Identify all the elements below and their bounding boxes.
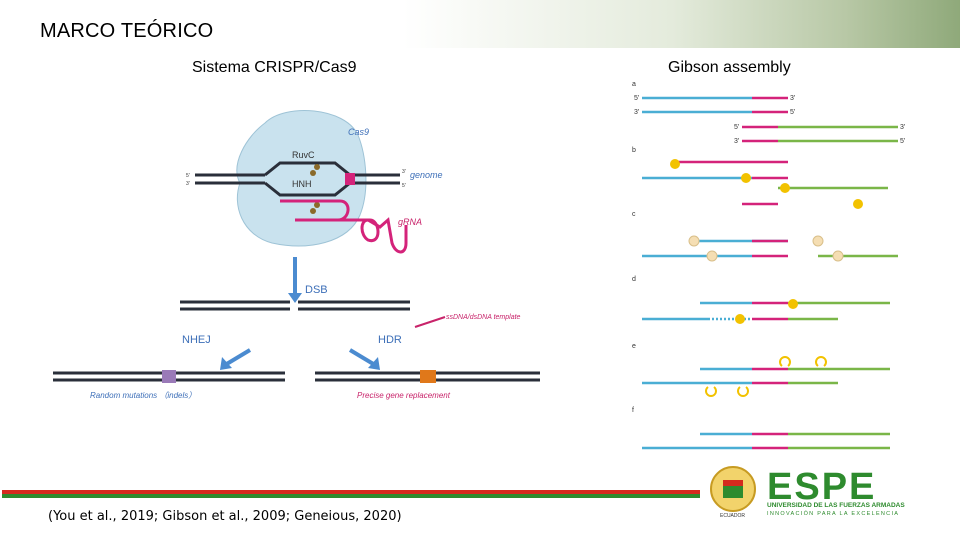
hdr-label: HDR [378,334,402,346]
svg-text:3': 3' [634,109,639,116]
ruvc-label: RuvC [292,150,315,160]
svg-text:3': 3' [734,138,739,145]
svg-text:3': 3' [186,181,190,187]
logo-line1: UNIVERSIDAD DE LAS FUERZAS ARMADAS [767,502,905,509]
footer-accent-green [2,494,700,498]
svg-text:3': 3' [900,124,905,131]
svg-text:5': 5' [634,95,639,102]
citation: (You et al., 2019; Gibson et al., 2009; … [48,509,402,524]
dsb-label: DSB [305,284,328,296]
svg-text:5': 5' [402,183,406,189]
template-label: ssDNA/dsDNA template [446,314,521,321]
nhej-result-strand: Random mutations （indels） [45,368,295,408]
grna-label: gRNA [398,217,422,227]
svg-text:5': 5' [790,109,795,116]
random-label: Random mutations （indels） [90,391,196,400]
svg-text:f: f [632,407,634,414]
crispr-panel-title: Sistema CRISPR/Cas9 [192,59,357,77]
gibson-diagram: a b c d e f 5' 3' 3' [628,78,910,458]
espe-logo: ECUADOR ESPE UNIVERSIDAD DE LAS FUERZAS … [705,463,955,521]
hnh-label: HNH [292,179,312,189]
gibson-panel-title: Gibson assembly [668,59,791,77]
svg-text:5': 5' [734,124,739,131]
nhej-label: NHEJ [182,334,211,346]
svg-text:d: d [632,276,636,283]
precise-label: Precise gene replacement [357,391,451,400]
svg-text:5': 5' [900,138,905,145]
svg-text:e: e [632,343,636,350]
broken-dna [180,302,410,309]
slide-title: MARCO TEÓRICO [40,20,213,43]
svg-text:a: a [632,81,636,88]
seal-icon: ECUADOR [711,467,755,519]
svg-text:5': 5' [186,173,190,179]
seal-text: ECUADOR [720,513,745,519]
genome-label: genome [410,170,443,180]
cas9-label: Cas9 [348,127,369,137]
logo-line2: INNOVACIÓN PARA LA EXCELENCIA [767,510,899,517]
crispr-diagram: Cas9 5' 3' 3' 5' genome RuvC HNH gRNA DS… [170,95,565,415]
svg-text:3': 3' [790,95,795,102]
svg-text:c: c [632,211,636,218]
svg-text:3': 3' [402,169,406,175]
svg-text:b: b [632,147,636,154]
